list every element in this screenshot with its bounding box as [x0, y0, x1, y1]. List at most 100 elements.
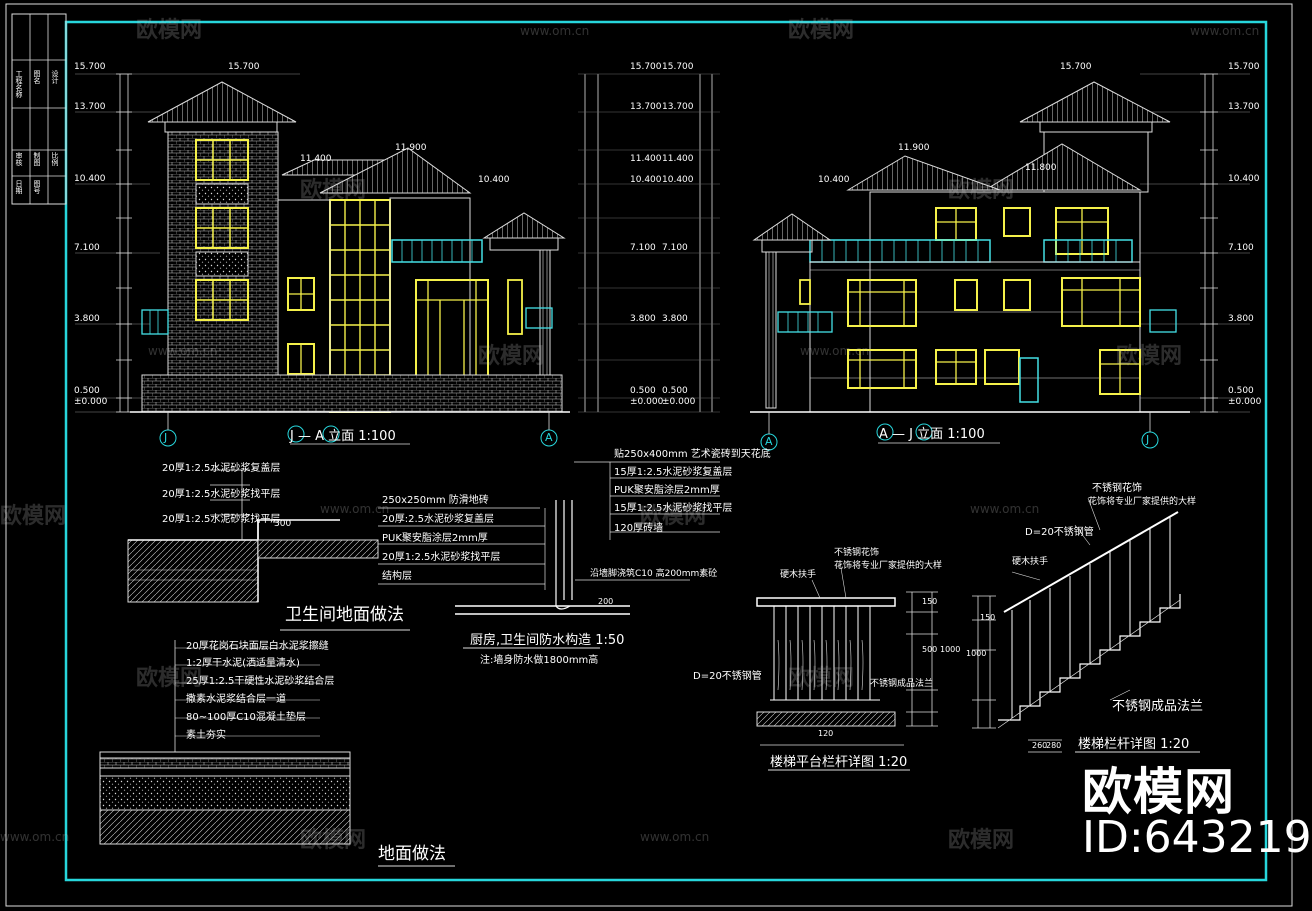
- stair-rail-detail: [972, 511, 1200, 753]
- watermark-logo: 欧模网: [948, 828, 1015, 853]
- titleblock-cell: 审核: [15, 152, 23, 166]
- layer-label: 结构层: [382, 571, 412, 582]
- watermark-logo: 欧模网: [948, 178, 1015, 203]
- level-label: 3.800: [1228, 314, 1254, 324]
- level-label: 11.400: [662, 154, 694, 164]
- dimension-label: 280: [1046, 741, 1062, 750]
- layer-label: 15厚1:2.5水泥砂浆复盖层: [614, 467, 733, 478]
- level-label: 10.400: [74, 174, 106, 184]
- layer-label: 120厚砖墙: [614, 523, 664, 534]
- roof-level-label: 15.700: [1060, 62, 1092, 72]
- level-label: 15.700: [1228, 62, 1260, 72]
- watermark-url: www.om.cn: [800, 344, 870, 358]
- watermark-logo: 欧模网: [136, 18, 203, 43]
- stair-platform-rail-detail: [756, 591, 938, 771]
- layer-label: 15厚1:2.5水泥砂浆找平层: [614, 503, 733, 514]
- layer-label: 250x250mm 防滑地砖: [382, 495, 489, 506]
- ground-floor-detail: [99, 640, 455, 867]
- watermark-logo: 欧模网: [136, 666, 203, 691]
- level-label: 7.100: [662, 243, 688, 253]
- dimension-label: 260: [1032, 741, 1048, 750]
- dimension-label: 120: [818, 729, 834, 738]
- dimension-label: 300: [274, 519, 292, 529]
- detail-subtitle: 注:墙身防水做1800mm高: [480, 655, 599, 666]
- dimension-label: 150: [980, 613, 996, 622]
- callout-label: 不锈钢花饰: [834, 548, 880, 558]
- callout-label: D=20不锈钢管: [1025, 527, 1094, 538]
- level-label: 15.700: [630, 62, 662, 72]
- callout-label: 花饰将专业厂家提供的大样: [1088, 497, 1197, 507]
- level-label: 13.700: [630, 102, 662, 112]
- level-label: 0.500: [630, 386, 656, 396]
- level-label: ±0.000: [1228, 397, 1262, 407]
- detail-title: 地面做法: [378, 844, 446, 864]
- watermark-logo: 欧模网: [788, 18, 855, 43]
- level-label: 3.800: [630, 314, 656, 324]
- callout-label: 硬木扶手: [1012, 557, 1049, 567]
- level-label: 10.400: [630, 175, 662, 185]
- level-label: 7.100: [74, 243, 100, 253]
- axis-label: A: [765, 435, 773, 448]
- level-label: ±0.000: [74, 397, 108, 407]
- layer-label: 1:2厚干水泥(洒适量清水): [186, 658, 300, 669]
- roof-level-label: 10.400: [478, 175, 510, 185]
- watermark-url: www.om.cn: [148, 344, 218, 358]
- level-label: 15.700: [74, 62, 106, 72]
- layer-label: PUK聚安脂涂层2mm厚: [382, 533, 488, 544]
- roof-level-label: 11.400: [300, 154, 332, 164]
- dimension-label: 1000: [966, 649, 987, 658]
- watermark-logo: 欧模网: [300, 828, 367, 853]
- layer-label: PUK聚安脂涂层2mm厚: [614, 485, 720, 496]
- roof-level-label: 11.800: [1025, 163, 1057, 173]
- level-label: ±0.000: [630, 397, 664, 407]
- watermark-logo: 欧模网: [788, 666, 855, 691]
- layer-label: 20厚1:2.5水泥砂浆找平层: [162, 489, 281, 500]
- roof-level-label: 10.400: [818, 175, 850, 185]
- watermark-logo: 欧模网: [0, 504, 67, 529]
- titleblock-cell: 制图: [33, 152, 41, 166]
- detail-title: 厨房,卫生间防水构造 1:50: [470, 633, 625, 648]
- level-label: 11.400: [630, 154, 662, 164]
- brand-logo: 欧模网: [1082, 763, 1235, 821]
- titleblock-cell: 日期: [15, 180, 23, 194]
- axis-label: A: [545, 431, 553, 444]
- watermark-url: www.om.cn: [1190, 24, 1260, 38]
- layer-label: 贴250x400mm 艺术瓷砖到天花底: [614, 449, 771, 460]
- elevation-title: A — J 立面 1:100: [879, 427, 985, 442]
- titleblock-cell: 设计: [51, 70, 59, 84]
- watermark-logo: 欧模网: [640, 504, 707, 529]
- layer-label: 20厚:2.5水泥砂浆复盖层: [382, 514, 494, 525]
- elevation-title: J — A 立面 1:100: [290, 429, 396, 444]
- callout-label: 不锈钢成品法兰: [870, 679, 934, 689]
- level-label: 7.100: [1228, 243, 1254, 253]
- detail-title: 楼梯平台栏杆详图 1:20: [770, 755, 908, 770]
- watermark-url: www.om.cn: [640, 830, 710, 844]
- watermark-logo: 欧模网: [300, 178, 367, 203]
- level-label: 3.800: [662, 314, 688, 324]
- dimension-label: 500: [922, 645, 938, 654]
- level-label: 0.500: [1228, 386, 1254, 396]
- level-label: 10.400: [662, 175, 694, 185]
- detail-title: 楼梯栏杆详图 1:20: [1078, 737, 1190, 752]
- watermark-logo: 欧模网: [478, 344, 545, 369]
- level-label: 0.500: [74, 386, 100, 396]
- watermark-url: www.om.cn: [0, 830, 70, 844]
- model-id: ID:643219: [1082, 812, 1312, 863]
- level-label: 15.700: [662, 62, 694, 72]
- axis-label: J: [164, 431, 168, 444]
- callout-label: 硬木扶手: [780, 570, 817, 580]
- layer-label: 20厚花岗石块面层白水泥浆擦缝: [186, 641, 329, 652]
- layer-label: 撒素水泥浆结合层一道: [186, 694, 286, 705]
- watermark-logo: 欧模网: [1116, 344, 1183, 369]
- callout-label: 不锈钢成品法兰: [1112, 699, 1204, 714]
- roof-level-label: 11.900: [898, 143, 930, 153]
- level-label: 13.700: [74, 102, 106, 112]
- level-label: 0.500: [662, 386, 688, 396]
- level-label: 10.400: [1228, 174, 1260, 184]
- callout-label: D=20不锈钢管: [693, 671, 762, 682]
- level-label: 7.100: [630, 243, 656, 253]
- waterproof-detail: [378, 461, 720, 649]
- watermark-url: www.om.cn: [970, 502, 1040, 516]
- roof-level-label: 11.900: [395, 143, 427, 153]
